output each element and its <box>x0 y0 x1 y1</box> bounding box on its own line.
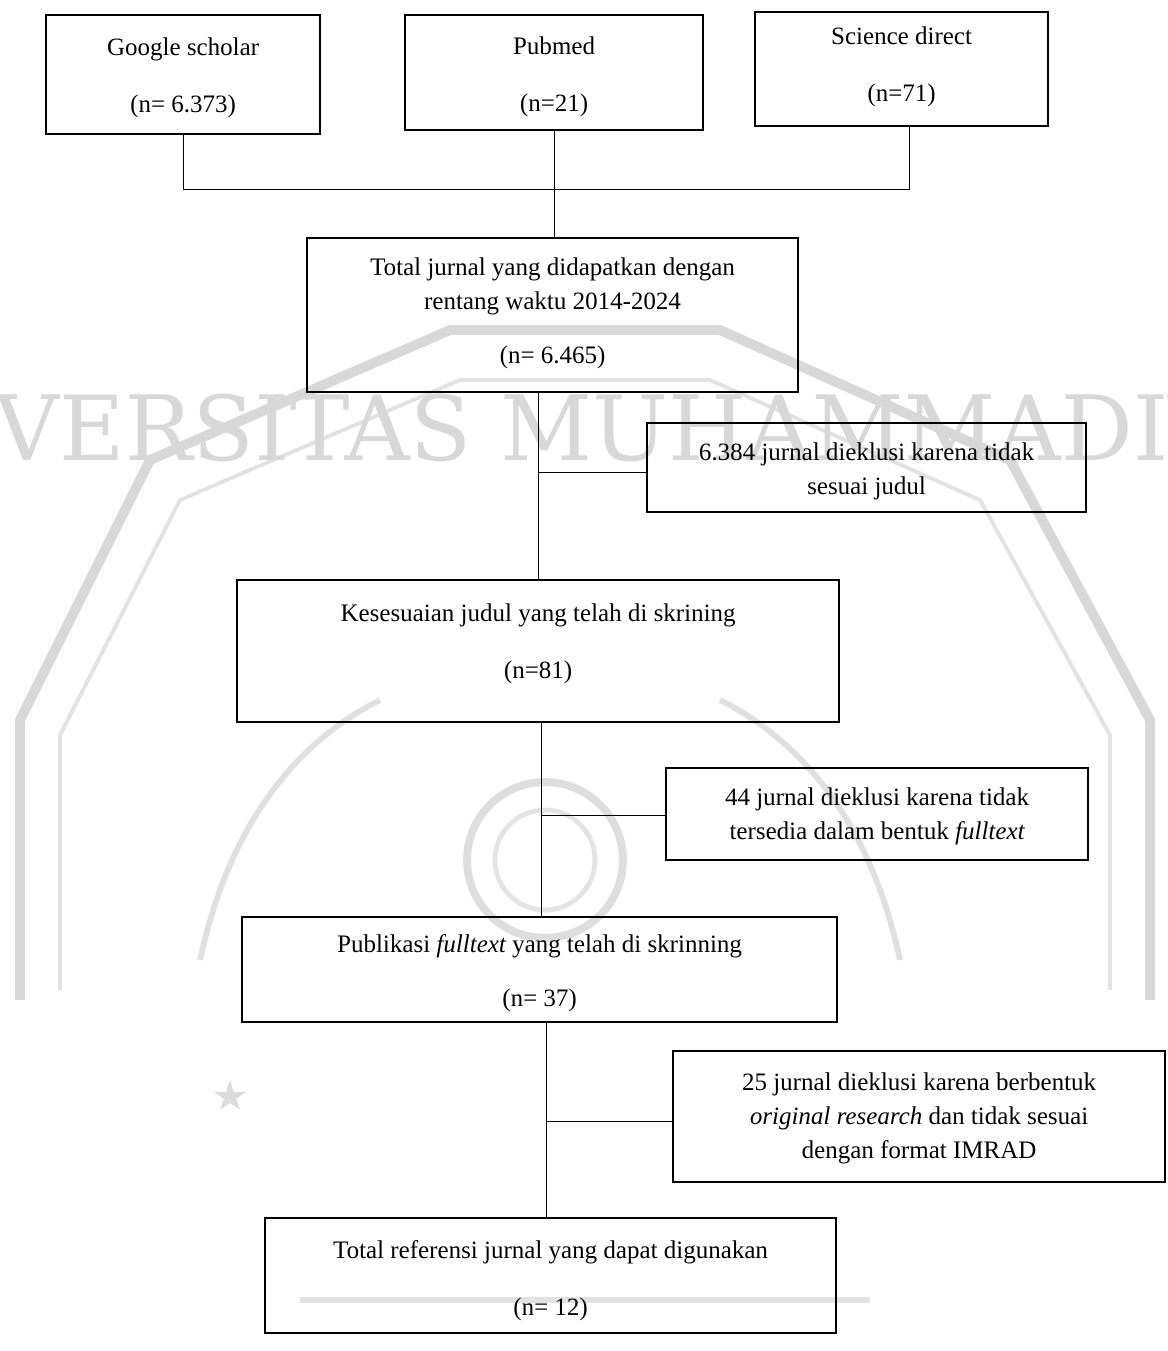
connector-fulltext-to-final <box>546 1023 547 1217</box>
source-box-pubmed: Pubmed (n=21) <box>404 14 704 131</box>
exclusion-2-line-2-prefix: tersedia dalam bentuk <box>729 818 956 845</box>
connector-sources-join <box>183 189 910 190</box>
exclusion-box-imrad: 25 jurnal dieklusi karena berbentuk orig… <box>672 1050 1166 1183</box>
title-screening-box: Kesesuaian judul yang telah di skrining … <box>236 579 840 723</box>
exclusion-3-line-2: original research dan tidak sesuai <box>674 1100 1164 1134</box>
total-journals-box: Total jurnal yang didapatkan dengan rent… <box>306 237 799 393</box>
total-line-2: rentang waktu 2014-2024 <box>424 288 681 315</box>
connector-exclusion-3 <box>546 1121 672 1122</box>
connector-pubmed <box>554 131 555 237</box>
source-name: Science direct <box>831 23 972 50</box>
fulltext-screening-box: Publikasi fulltext yang telah di skrinni… <box>241 916 838 1023</box>
source-count: (n=71) <box>867 80 936 107</box>
final-references-box: Total referensi jurnal yang dapat diguna… <box>264 1217 837 1334</box>
watermark-text: UNIVERSITAS MUHAMMADIYAH <box>0 377 1168 482</box>
source-count: (n=21) <box>519 90 589 117</box>
exclusion-box-title: 6.384 jurnal dieklusi karena tidak sesua… <box>646 422 1087 513</box>
fulltext-screening-count: (n= 37) <box>502 985 577 1012</box>
title-screening-label: Kesesuaian judul yang telah di skrining <box>340 600 736 627</box>
fulltext-screening-suffix: yang telah di skrinning <box>505 931 742 958</box>
exclusion-3-line-1: 25 jurnal dieklusi karena berbentuk <box>741 1069 1097 1096</box>
final-label: Total referensi jurnal yang dapat diguna… <box>333 1237 768 1264</box>
connector-google <box>183 135 184 190</box>
connector-title-to-fulltext <box>541 723 542 916</box>
source-box-google-scholar: Google scholar (n= 6.373) <box>45 14 321 135</box>
source-name: Google scholar <box>106 34 260 61</box>
connector-exclusion-2 <box>541 815 665 816</box>
exclusion-box-fulltext: 44 jurnal dieklusi karena tidak tersedia… <box>665 767 1089 861</box>
source-name: Pubmed <box>513 33 595 60</box>
final-count: (n= 12) <box>513 1294 588 1321</box>
fulltext-screening-italic: fulltext <box>436 931 506 958</box>
source-box-science-direct: Science direct (n=71) <box>754 11 1049 127</box>
exclusion-2-line-1: 44 jurnal dieklusi karena tidak <box>724 784 1030 811</box>
exclusion-1-line-2: sesuai judul <box>807 473 926 500</box>
source-count: (n= 6.373) <box>130 91 236 118</box>
connector-total-to-title <box>538 393 539 579</box>
total-line-1: Total jurnal yang didapatkan dengan <box>370 254 735 281</box>
exclusion-3-line-2-italic: original research <box>749 1103 923 1130</box>
total-count: (n= 6.465) <box>499 342 606 369</box>
fulltext-screening-prefix: Publikasi <box>337 931 437 958</box>
title-screening-count: (n=81) <box>503 657 573 684</box>
exclusion-2-line-2: tersedia dalam bentuk fulltext <box>667 815 1087 849</box>
exclusion-2-line-2-italic: fulltext <box>955 818 1025 845</box>
connector-sciencedirect <box>909 127 910 190</box>
exclusion-3-line-2-suffix: dan tidak sesuai <box>922 1103 1089 1130</box>
connector-exclusion-1 <box>538 472 646 473</box>
exclusion-1-line-1: 6.384 jurnal dieklusi karena tidak <box>698 439 1035 466</box>
exclusion-3-line-3: dengan format IMRAD <box>801 1137 1037 1164</box>
fulltext-screening-label: Publikasi fulltext yang telah di skrinni… <box>243 928 836 962</box>
